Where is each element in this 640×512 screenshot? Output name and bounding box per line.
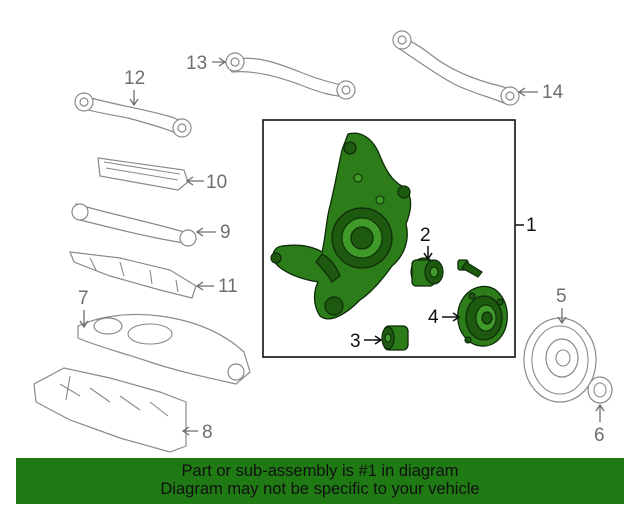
callout-4: 4 (428, 307, 439, 328)
callout-10: 10 (206, 172, 227, 193)
part-7-lower-arm[interactable] (77, 313, 251, 385)
part-10-bracket[interactable] (97, 157, 189, 191)
part-14-upper-arm[interactable] (392, 30, 520, 106)
assembly-bolt[interactable] (457, 259, 483, 278)
leader-12 (129, 90, 139, 107)
leader-14 (517, 87, 538, 97)
assembly-box (262, 119, 516, 358)
callout-13: 13 (186, 53, 207, 74)
callout-11: 11 (218, 276, 238, 297)
leader-5 (557, 308, 567, 325)
callout-12: 12 (124, 68, 145, 89)
leader-7 (79, 310, 89, 329)
leader-4 (442, 312, 461, 322)
part-2-bushing[interactable] (410, 257, 444, 287)
part-6-nut[interactable] (587, 376, 613, 404)
notice-line-2: Diagram may not be specific to your vehi… (160, 480, 480, 498)
callout-5: 5 (556, 286, 567, 307)
callout-2: 2 (420, 225, 431, 246)
part-12-control-arm[interactable] (74, 92, 192, 138)
callout-3: 3 (350, 331, 361, 352)
leader-2 (423, 246, 433, 261)
leader-3 (364, 335, 383, 345)
part-5-brake-rotor[interactable] (523, 317, 597, 403)
callout-14: 14 (542, 82, 564, 103)
leader-9 (195, 227, 216, 237)
leader-11 (195, 281, 214, 291)
leader-6 (595, 403, 605, 422)
part-4-hub-bearing[interactable] (457, 285, 508, 347)
callout-7: 7 (78, 288, 89, 309)
callout-8: 8 (202, 422, 213, 443)
part-11-shield[interactable] (69, 251, 197, 299)
notice-banner: Part or sub-assembly is #1 in diagram Di… (16, 458, 624, 504)
part-1-knuckle[interactable] (270, 132, 412, 320)
part-9-lower-link[interactable] (71, 203, 197, 247)
part-13-upper-arm[interactable] (224, 52, 356, 100)
leader-8 (181, 426, 198, 436)
leader-13 (212, 57, 227, 67)
part-3-bushing[interactable] (381, 325, 409, 351)
parts-diagram: 13 14 12 10 9 11 (33, 30, 613, 453)
leader-10 (185, 176, 204, 186)
part-8-underbody-shield[interactable] (33, 367, 187, 453)
callout-1: 1 (526, 215, 537, 236)
callout-6: 6 (594, 425, 605, 446)
callout-9: 9 (220, 222, 231, 243)
notice-line-1: Part or sub-assembly is #1 in diagram (181, 462, 459, 480)
